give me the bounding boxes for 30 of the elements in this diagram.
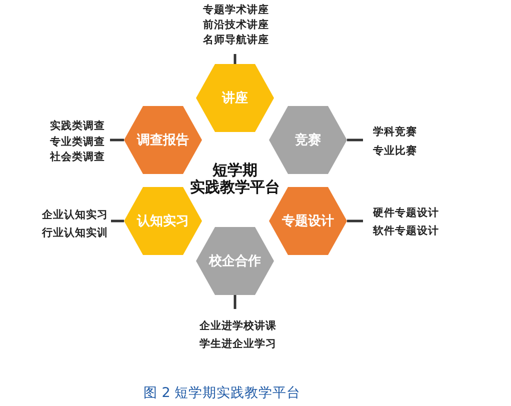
hexagon-label: 讲座 [220,90,249,107]
connector-line [347,138,363,142]
list-item: 硬件专题设计 [373,206,440,221]
list-item: 前沿技术讲座 [202,18,270,33]
hexagon-label: 竞赛 [294,132,322,149]
list-item: 学生进企业学习 [198,337,278,352]
connector-line [234,295,236,309]
center-title: 短学期实践教学平台 [190,161,280,196]
list-item: 实践类调查 [50,119,102,134]
connector-line [110,138,124,142]
caption: 图 2 短学期实践教学平台 [142,384,302,402]
connector-line [347,220,363,222]
hexagon [124,106,202,174]
list-item: 专业比赛 [373,144,418,159]
connector-line [234,54,236,64]
hexagon-label: 调查报告 [136,132,190,149]
list-item: 名师导航讲座 [202,33,270,48]
list-item: 专题学术讲座 [202,3,270,18]
hexagon-label: 专题设计 [281,213,335,230]
list-item: 学科竞赛 [373,124,418,140]
hexagon-label: 认知实习 [136,212,190,230]
list-item: 企业进学校讲课 [198,319,278,334]
hexagon [269,106,347,174]
list-item: 软件专题设计 [373,224,440,239]
hexagon-label: 校企合作 [208,253,262,270]
list-item: 专业类调查 [50,134,102,150]
hexagon [196,227,274,295]
hexagon [196,64,274,132]
connector-line [111,220,124,222]
list-item: 社会类调查 [50,150,102,165]
